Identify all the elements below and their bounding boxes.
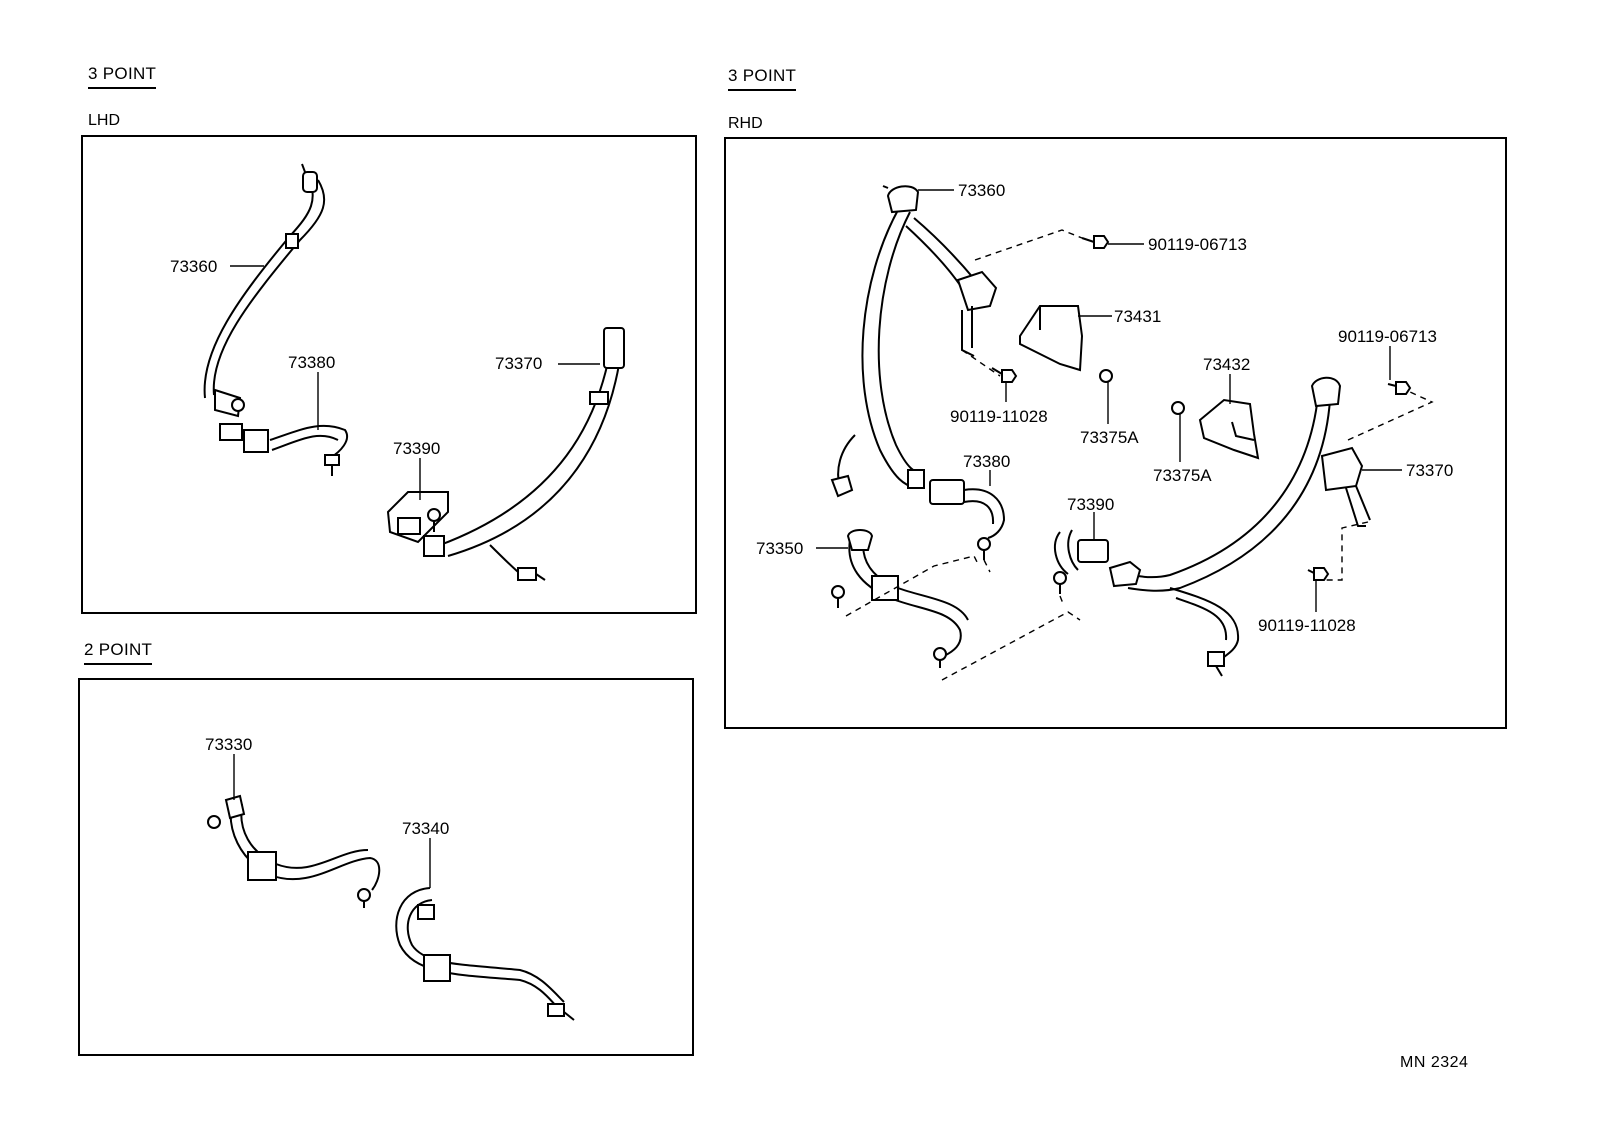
rhd-clip-73375A-a xyxy=(1099,369,1113,383)
rhd-cover-73431 xyxy=(1019,305,1084,372)
lhd-3point-heading: 3 POINT xyxy=(88,64,157,89)
rhd-cover-73432 xyxy=(1198,398,1260,460)
rhd-label-73390: 73390 xyxy=(1067,495,1114,514)
2point-panel xyxy=(78,678,694,1056)
rhd-label-73350: 73350 xyxy=(756,539,803,558)
drawing-code: MN 2324 xyxy=(1400,1054,1469,1071)
rhd-label-73360: 73360 xyxy=(958,181,1005,200)
2point-label-73330: 73330 xyxy=(205,735,252,754)
rhd-label-90119-11028-b: 90119-11028 xyxy=(1258,616,1356,635)
rhd-clip-73375A-b xyxy=(1171,401,1185,415)
rhd-label-90119-06713-a: 90119-06713 xyxy=(1148,235,1247,254)
lhd-belt-73360 xyxy=(203,163,326,418)
rhd-label-73432: 73432 xyxy=(1203,355,1250,374)
rhd-belt-73370 xyxy=(1108,376,1371,677)
rhd-label-73375A-a: 73375A xyxy=(1080,428,1139,447)
rhd-bolt-90119-06713-a xyxy=(1081,235,1110,249)
lhd-label-73370: 73370 xyxy=(495,354,542,373)
rhd-3point-heading: 3 POINT xyxy=(728,66,797,91)
lhd-buckle-73390 xyxy=(386,491,449,557)
lhd-buckle-73380 xyxy=(219,423,349,476)
rhd-label-73375A-b: 73375A xyxy=(1153,466,1212,485)
rhd-bolt-90119-06713-b xyxy=(1387,381,1412,395)
2point-belt-73340 xyxy=(395,887,575,1021)
rhd-belt-73350 xyxy=(831,529,969,668)
rhd-belt-73360 xyxy=(830,185,998,498)
rhd-bolt-90119-11028-a xyxy=(991,367,1018,383)
rhd-panel xyxy=(724,137,1507,729)
rhd-subheading: RHD xyxy=(728,115,763,132)
lhd-belt-73370 xyxy=(439,327,625,581)
rhd-bolt-90119-11028-b xyxy=(1307,567,1330,581)
2point-heading: 2 POINT xyxy=(84,640,153,665)
rhd-label-73370: 73370 xyxy=(1406,461,1453,480)
lhd-label-73380: 73380 xyxy=(288,353,335,372)
rhd-label-73431: 73431 xyxy=(1114,307,1161,326)
lhd-subheading: LHD xyxy=(88,112,121,129)
rhd-buckle-73390 xyxy=(1053,529,1109,594)
lhd-label-73390: 73390 xyxy=(393,439,440,458)
lhd-label-73360: 73360 xyxy=(170,257,217,276)
rhd-buckle-73380 xyxy=(929,479,1006,560)
lhd-panel xyxy=(81,135,697,614)
rhd-label-90119-06713-b: 90119-06713 xyxy=(1338,327,1437,346)
2point-label-73340: 73340 xyxy=(402,819,449,838)
rhd-label-73380: 73380 xyxy=(963,452,1010,471)
2point-belt-73330 xyxy=(207,794,381,908)
rhd-label-90119-11028-a: 90119-11028 xyxy=(950,407,1048,426)
